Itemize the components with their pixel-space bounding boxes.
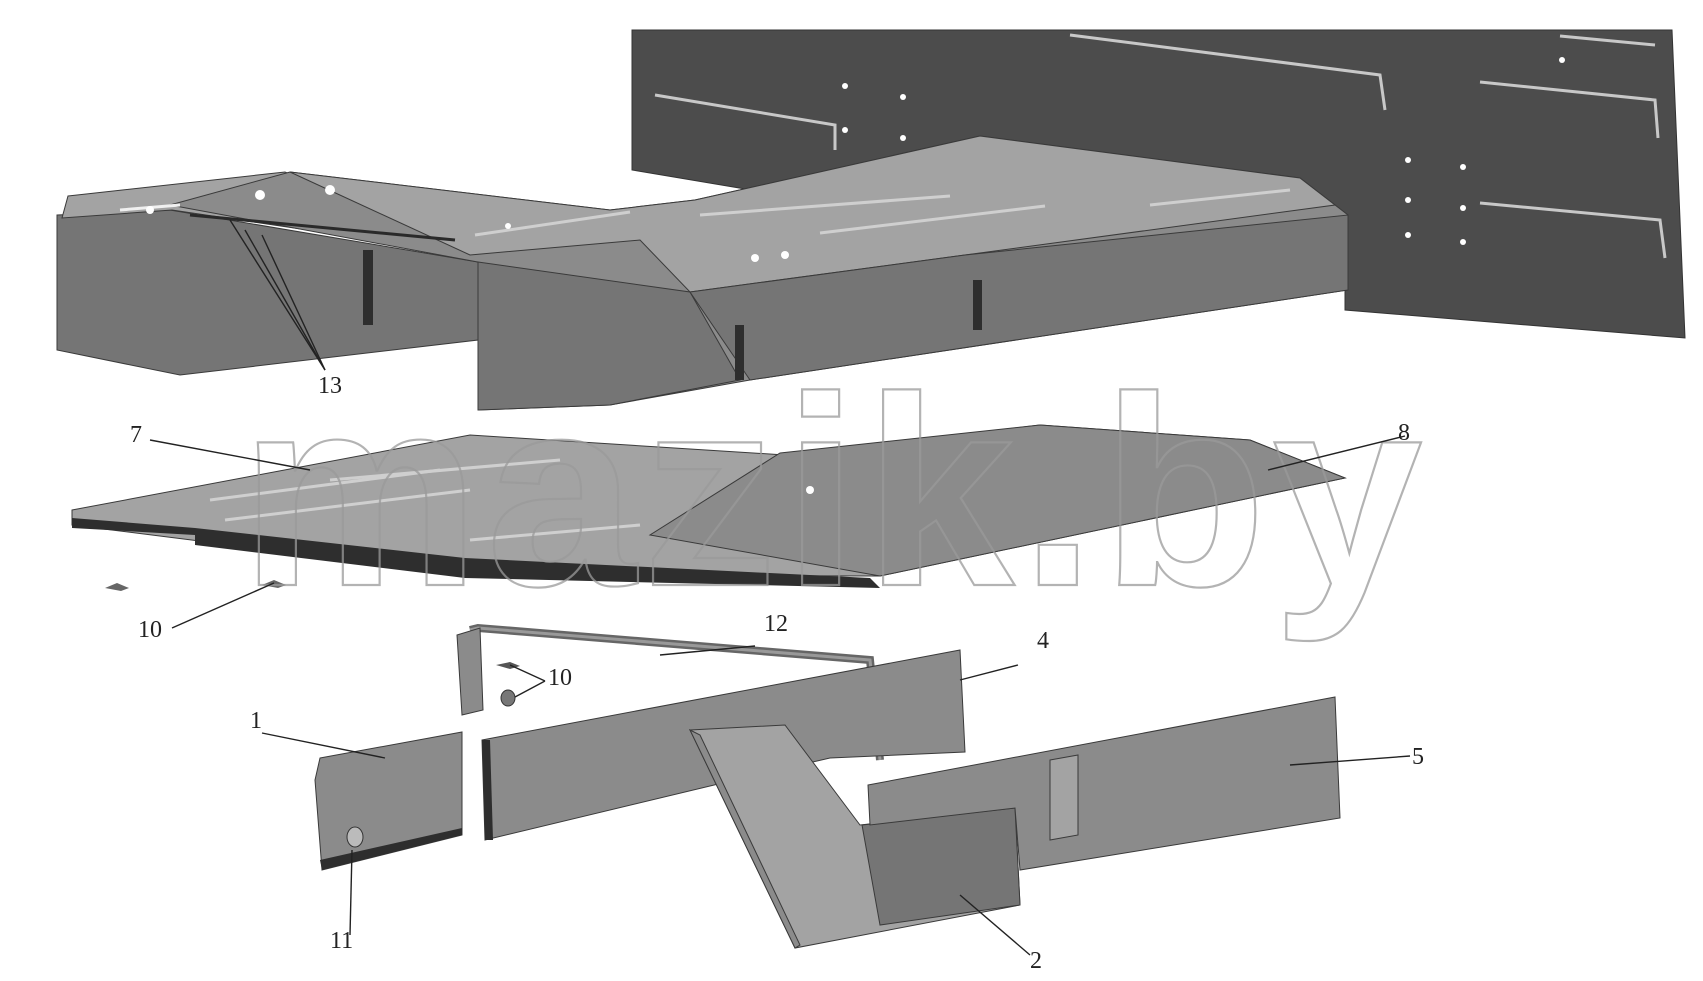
- part-1: [314, 731, 463, 871]
- leader-lines: [149, 219, 1411, 956]
- callout-5: 5: [1412, 744, 1424, 770]
- watermark: mazik.by: [240, 342, 1429, 644]
- callout-10-left: 10: [138, 617, 162, 643]
- floor-panel: [71, 424, 1347, 588]
- callout-1: 1: [250, 708, 262, 734]
- callout-7: 7: [130, 422, 142, 448]
- callout-13: 13: [318, 373, 342, 399]
- callout-10-right: 10: [548, 665, 572, 691]
- callout-8: 8: [1398, 420, 1410, 446]
- part-5: [867, 696, 1341, 871]
- callout-2: 2: [1030, 948, 1042, 974]
- callout-12: 12: [764, 611, 788, 637]
- floor-cover-assembly: [56, 135, 1349, 411]
- part-2: [688, 724, 1021, 949]
- callout-11: 11: [330, 928, 353, 954]
- callout-4: 4: [1037, 628, 1049, 654]
